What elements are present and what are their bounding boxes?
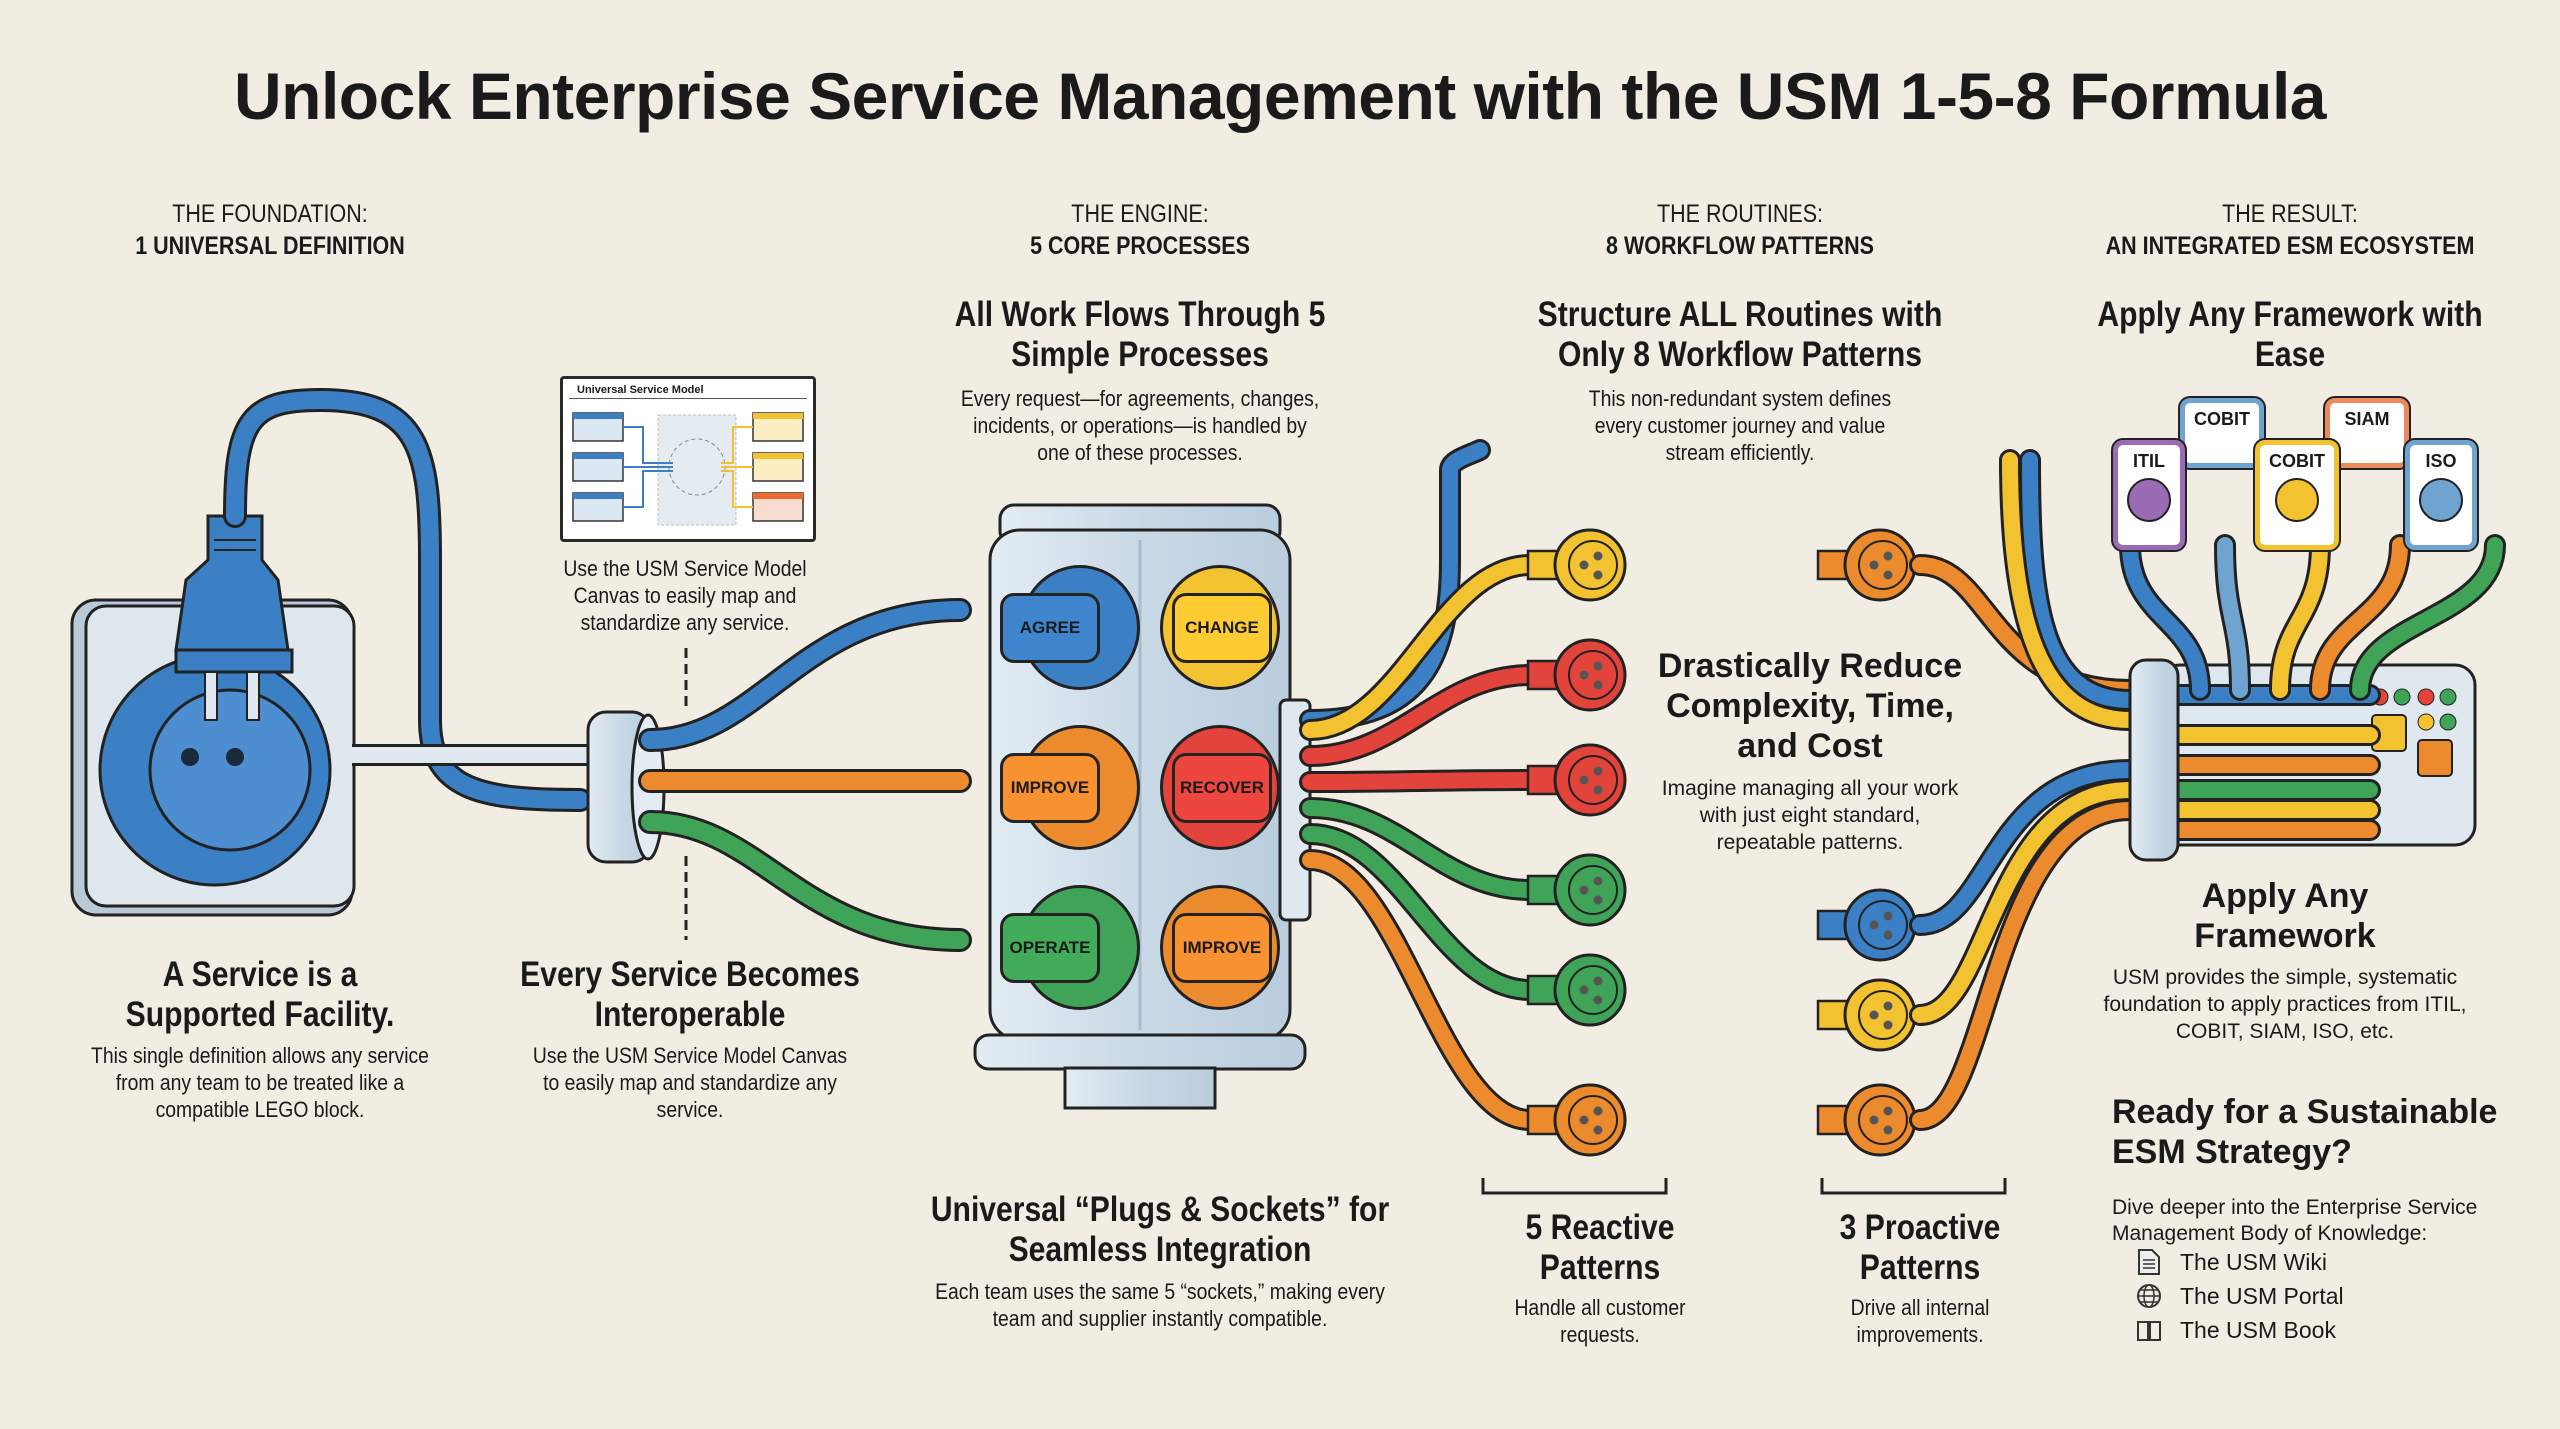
proactive-socket-icon bbox=[1816, 888, 1917, 962]
proactive-socket-icon bbox=[1816, 528, 1917, 602]
proactive-heading: 3 Proactive Patterns bbox=[1839, 1208, 2001, 1287]
process-socket-improve: IMPROVE bbox=[1130, 885, 1280, 1015]
proactive-socket-icon bbox=[1816, 1083, 1917, 1157]
column-sublabel: 5 CORE PROCESSES bbox=[1030, 232, 1250, 260]
column-label: THE ENGINE: bbox=[1071, 200, 1209, 228]
column-sublabel: 1 UNIVERSAL DEFINITION bbox=[135, 232, 405, 260]
engine-heading: All Work Flows Through 5 Simple Processe… bbox=[954, 295, 1326, 374]
framework-label: ITIL bbox=[2133, 451, 2165, 471]
column-sublabel: AN INTEGRATED ESM ECOSYSTEM bbox=[2105, 232, 2475, 260]
framework-card-siam: SIAM bbox=[2325, 398, 2409, 468]
column-header-routines: THE ROUTINES: 8 WORKFLOW PATTERNS bbox=[1542, 198, 1938, 262]
process-socket-agree: AGREE bbox=[990, 565, 1140, 695]
framework-card-itil: ITIL bbox=[2113, 440, 2185, 550]
resource-label: The USM Book bbox=[2180, 1317, 2336, 1343]
interop-heading: Every Service Becomes Interoperable bbox=[520, 955, 860, 1034]
column-label: THE FOUNDATION: bbox=[172, 200, 368, 228]
reactive-body: Handle all customer requests. bbox=[1514, 1295, 1686, 1347]
reactive-socket-icon bbox=[1526, 528, 1627, 602]
proactive-bracket bbox=[1820, 1178, 2007, 1195]
column-header-engine: THE ENGINE: 5 CORE PROCESSES bbox=[942, 198, 1338, 262]
wall-socket-icon bbox=[70, 598, 356, 917]
proactive-socket-icon bbox=[1816, 978, 1917, 1052]
column-header-result: THE RESULT: AN INTEGRATED ESM ECOSYSTEM bbox=[2092, 198, 2488, 262]
framework-label: ISO bbox=[2425, 451, 2457, 471]
routines-heading: Structure ALL Routines with Only 8 Workf… bbox=[1537, 295, 1943, 374]
canvas-title: Universal Service Model bbox=[569, 379, 807, 399]
framework-card-cobit: COBIT bbox=[2255, 440, 2339, 550]
engine-body: Every request—for agreements, changes, i… bbox=[960, 386, 1320, 465]
collector-ring-icon bbox=[2128, 658, 2180, 862]
reduce-heading: Drastically Reduce Complexity, Time, and… bbox=[1657, 647, 1963, 765]
cta-body: Dive deeper into the Enterprise Service … bbox=[2112, 1196, 2478, 1245]
cobit-logo-icon bbox=[2275, 478, 2319, 522]
foundation-heading: A Service is a Supported Facility. bbox=[125, 955, 395, 1034]
resource-link-book[interactable]: The USM Book bbox=[2136, 1313, 2344, 1347]
reactive-socket-icon bbox=[1526, 953, 1627, 1027]
resource-label: The USM Portal bbox=[2180, 1283, 2344, 1309]
itil-logo-icon bbox=[2127, 478, 2171, 522]
resource-label: The USM Wiki bbox=[2180, 1249, 2327, 1275]
reactive-socket-icon bbox=[1526, 853, 1627, 927]
reactive-socket-icon bbox=[1526, 638, 1627, 712]
reactive-bracket bbox=[1481, 1178, 1668, 1195]
apply-heading: Apply Any Framework bbox=[2194, 877, 2376, 955]
canvas-caption: Use the USM Service Model Canvas to easi… bbox=[563, 556, 807, 635]
column-header-foundation: THE FOUNDATION: 1 UNIVERSAL DEFINITION bbox=[72, 198, 468, 262]
foundation-body: This single definition allows any servic… bbox=[91, 1043, 429, 1122]
reduce-body: Imagine managing all your work with just… bbox=[1661, 777, 1959, 854]
column-label: THE RESULT: bbox=[2222, 200, 2358, 228]
canvas-diagram-icon bbox=[572, 412, 804, 526]
service-model-canvas: Universal Service Model bbox=[560, 376, 816, 542]
framework-label: SIAM bbox=[2344, 409, 2390, 429]
apply-body: USM provides the simple, systematic foun… bbox=[2103, 966, 2467, 1043]
book-icon bbox=[2137, 1321, 2161, 1341]
iso-logo-icon bbox=[2419, 478, 2463, 522]
resource-link-portal[interactable]: The USM Portal bbox=[2136, 1279, 2344, 1313]
process-socket-improve: IMPROVE bbox=[990, 725, 1140, 855]
framework-card-iso: ISO bbox=[2405, 440, 2477, 550]
result-heading: Apply Any Framework with Ease bbox=[2097, 295, 2483, 374]
column-label: THE ROUTINES: bbox=[1656, 200, 1824, 228]
process-socket-operate: OPERATE bbox=[990, 885, 1140, 1015]
routines-body: This non-redundant system defines every … bbox=[1588, 386, 1892, 465]
interop-body: Use the USM Service Model Canvas to easi… bbox=[532, 1043, 848, 1122]
process-socket-recover: RECOVER bbox=[1130, 725, 1280, 855]
framework-label: COBIT bbox=[2194, 409, 2250, 429]
process-label: IMPROVE bbox=[1000, 753, 1100, 823]
page-title: Unlock Enterprise Service Management wit… bbox=[233, 59, 2327, 133]
framework-label: COBIT bbox=[2269, 451, 2325, 471]
column-sublabel: 8 WORKFLOW PATTERNS bbox=[1606, 232, 1874, 260]
resource-list: The USM Wiki The USM Portal The USM Book bbox=[2136, 1245, 2344, 1347]
cta-heading: Ready for a Sustainable ESM Strategy? bbox=[2112, 1093, 2498, 1171]
proactive-body: Drive all internal improvements. bbox=[1850, 1295, 1990, 1347]
reactive-heading: 5 Reactive Patterns bbox=[1525, 1208, 1675, 1287]
process-label: CHANGE bbox=[1172, 593, 1272, 663]
process-label: IMPROVE bbox=[1172, 913, 1272, 983]
resource-link-wiki[interactable]: The USM Wiki bbox=[2136, 1245, 2344, 1279]
document-icon bbox=[2138, 1249, 2160, 1275]
globe-icon bbox=[2137, 1284, 2161, 1308]
process-socket-change: CHANGE bbox=[1130, 565, 1280, 695]
framework-card-cobit: COBIT bbox=[2180, 398, 2264, 468]
plugs-heading: Universal “Plugs & Sockets” for Seamless… bbox=[930, 1190, 1390, 1269]
process-label: RECOVER bbox=[1172, 753, 1272, 823]
reactive-socket-icon bbox=[1526, 1083, 1627, 1157]
process-label: OPERATE bbox=[1000, 913, 1100, 983]
plugs-body: Each team uses the same 5 “sockets,” mak… bbox=[935, 1279, 1385, 1331]
main-plug-icon bbox=[174, 514, 294, 721]
reactive-socket-icon bbox=[1526, 743, 1627, 817]
process-label: AGREE bbox=[1000, 593, 1100, 663]
